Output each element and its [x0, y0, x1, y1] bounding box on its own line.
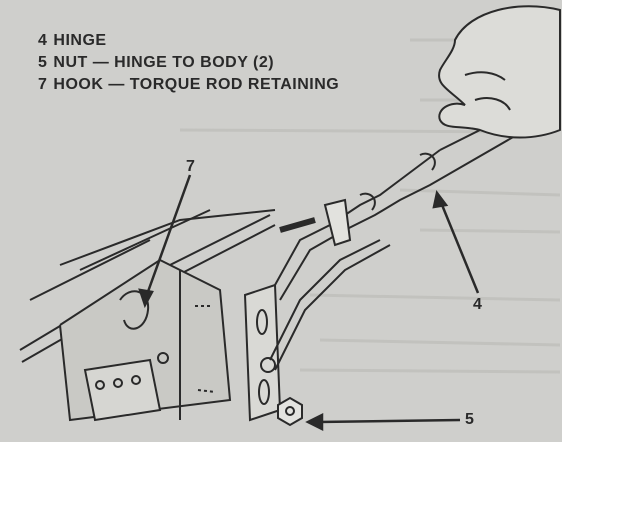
hinge-illustration: [19, 5, 561, 432]
leader-hinge: [438, 199, 480, 294]
leader-lines: [138, 174, 480, 432]
parts-legend: 4 HINGE 5 NUT — HINGE TO BODY (2) 7 HOOK — …: [38, 30, 345, 96]
callout-hook: 7: [186, 158, 195, 175]
background-text-lines: [179, 38, 561, 374]
callout-hinge: 4: [473, 296, 482, 313]
legend-item-nut: 5 NUT — HINGE TO BODY (2): [38, 52, 345, 74]
nut-part: [277, 396, 303, 427]
arrow-hook: [138, 288, 154, 309]
legend-item-hinge: 4 HINGE: [38, 30, 345, 52]
callout-nut: 5: [465, 411, 474, 428]
diagram-photo: 4 HINGE 5 NUT — HINGE TO BODY (2) 7 HOOK — …: [0, 0, 562, 442]
arrow-nut: [305, 412, 324, 432]
hand: [438, 5, 561, 139]
legend-number: 5: [38, 54, 48, 71]
legend-text: HINGE: [53, 32, 107, 49]
arrow-hinge: [432, 190, 449, 209]
leader-hook: [143, 174, 192, 301]
legend-number: 7: [38, 76, 48, 93]
legend-text: NUT — HINGE TO BODY (2): [53, 54, 275, 71]
legend-item-hook: 7 HOOK — TORQUE ROD RETAINING: [38, 74, 345, 96]
legend-number: 4: [38, 32, 48, 49]
leader-nut: [317, 418, 461, 424]
body-panel: [19, 209, 276, 422]
legend-text: HOOK — TORQUE ROD RETAINING: [53, 76, 340, 93]
hinge-part: [243, 89, 561, 422]
